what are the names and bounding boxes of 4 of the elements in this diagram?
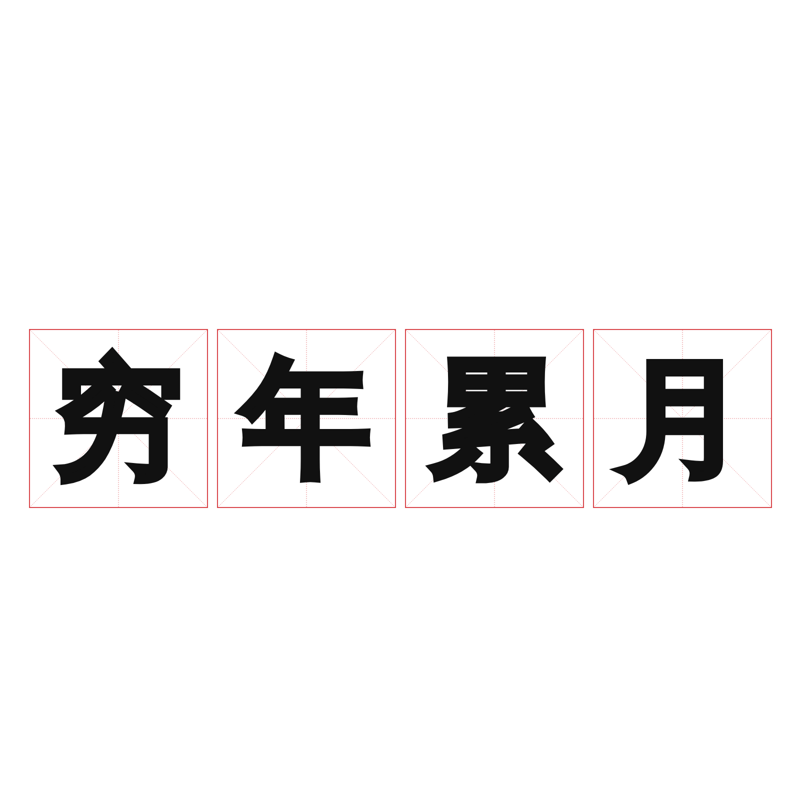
- grid-box: [29, 329, 208, 508]
- grid-box: [217, 329, 396, 508]
- character: 累: [430, 354, 558, 482]
- grid-box: [405, 329, 584, 508]
